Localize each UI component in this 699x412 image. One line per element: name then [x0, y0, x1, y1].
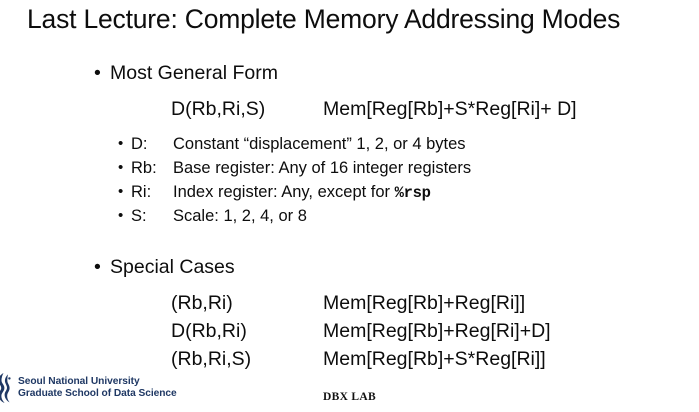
definition-term: Rb: — [131, 159, 157, 177]
special-case-meaning: Mem[Reg[Rb]+Reg[Ri]] — [323, 292, 526, 314]
university-logo: Seoul National University Graduate Schoo… — [0, 372, 177, 404]
spacer — [0, 280, 699, 289]
section-heading-label: Most General Form — [110, 62, 278, 84]
definition-desc: Index register: Any, except for %rsp — [173, 180, 431, 205]
bullet-icon: • — [118, 135, 124, 152]
bullet-icon: • — [94, 256, 101, 278]
definition-desc-mono: %rsp — [394, 184, 431, 202]
definition-desc-text: Index register: Any, except for — [173, 183, 395, 201]
general-form-pattern: D(Rb,Ri,S) — [171, 98, 266, 120]
definition-desc: Scale: 1, 2, 4, or 8 — [173, 204, 307, 229]
definition-term: S: — [131, 207, 147, 225]
definition-row-s: • S: Scale: 1, 2, 4, or 8 — [0, 204, 699, 228]
special-case-pattern: D(Rb,Ri) — [171, 320, 247, 342]
university-name-line1: Seoul National University — [18, 375, 140, 387]
university-logo-text: Seoul National University Graduate Schoo… — [18, 376, 177, 400]
slide-body: • Most General Form D(Rb,Ri,S) Mem[Reg[R… — [0, 60, 699, 373]
definition-row-d: • D: Constant “displacement” 1, 2, or 4 … — [0, 132, 699, 156]
spacer — [0, 123, 699, 132]
definition-desc-text: Scale: 1, 2, 4, or 8 — [173, 207, 307, 225]
definition-row-ri: • Ri: Index register: Any, except for %r… — [0, 180, 699, 204]
special-case-row-1: (Rb,Ri) Mem[Reg[Rb]+Reg[Ri]] — [0, 289, 699, 317]
special-case-pattern: (Rb,Ri,S) — [171, 348, 252, 370]
definition-desc-text: Base register: Any of 16 integer registe… — [173, 159, 472, 177]
definition-desc: Constant “displacement” 1, 2, or 4 bytes — [173, 132, 466, 157]
bullet-icon: • — [94, 62, 101, 84]
bullet-icon: • — [118, 183, 124, 200]
section-heading-most-general-form: • Most General Form — [0, 60, 699, 86]
spacer — [0, 86, 699, 95]
spacer — [0, 228, 699, 254]
special-case-row-3: (Rb,Ri,S) Mem[Reg[Rb]+S*Reg[Ri]] — [0, 345, 699, 373]
special-case-meaning: Mem[Reg[Rb]+S*Reg[Ri]] — [323, 348, 546, 370]
section-heading-special-cases: • Special Cases — [0, 254, 699, 280]
snu-crest-icon — [0, 372, 14, 404]
definition-desc-text: Constant “displacement” 1, 2, or 4 bytes — [173, 135, 466, 153]
definition-term: Ri: — [131, 183, 152, 201]
bullet-icon: • — [118, 159, 124, 176]
bullet-icon: • — [118, 207, 124, 224]
special-case-row-2: D(Rb,Ri) Mem[Reg[Rb]+Reg[Ri]+D] — [0, 317, 699, 345]
definition-row-rb: • Rb: Base register: Any of 16 integer r… — [0, 156, 699, 180]
general-form-meaning: Mem[Reg[Rb]+S*Reg[Ri]+ D] — [323, 98, 577, 120]
definition-term: D: — [131, 135, 148, 153]
footer-lab-label: DBX LAB — [323, 391, 376, 403]
page-title: Last Lecture: Complete Memory Addressing… — [27, 4, 621, 34]
section-heading-label: Special Cases — [110, 256, 235, 278]
definition-desc: Base register: Any of 16 integer registe… — [173, 156, 471, 181]
special-case-pattern: (Rb,Ri) — [171, 292, 233, 314]
university-name-line2: Graduate School of Data Science — [18, 388, 177, 399]
general-form-formula-row: D(Rb,Ri,S) Mem[Reg[Rb]+S*Reg[Ri]+ D] — [0, 95, 699, 123]
special-case-meaning: Mem[Reg[Rb]+Reg[Ri]+D] — [323, 320, 551, 342]
